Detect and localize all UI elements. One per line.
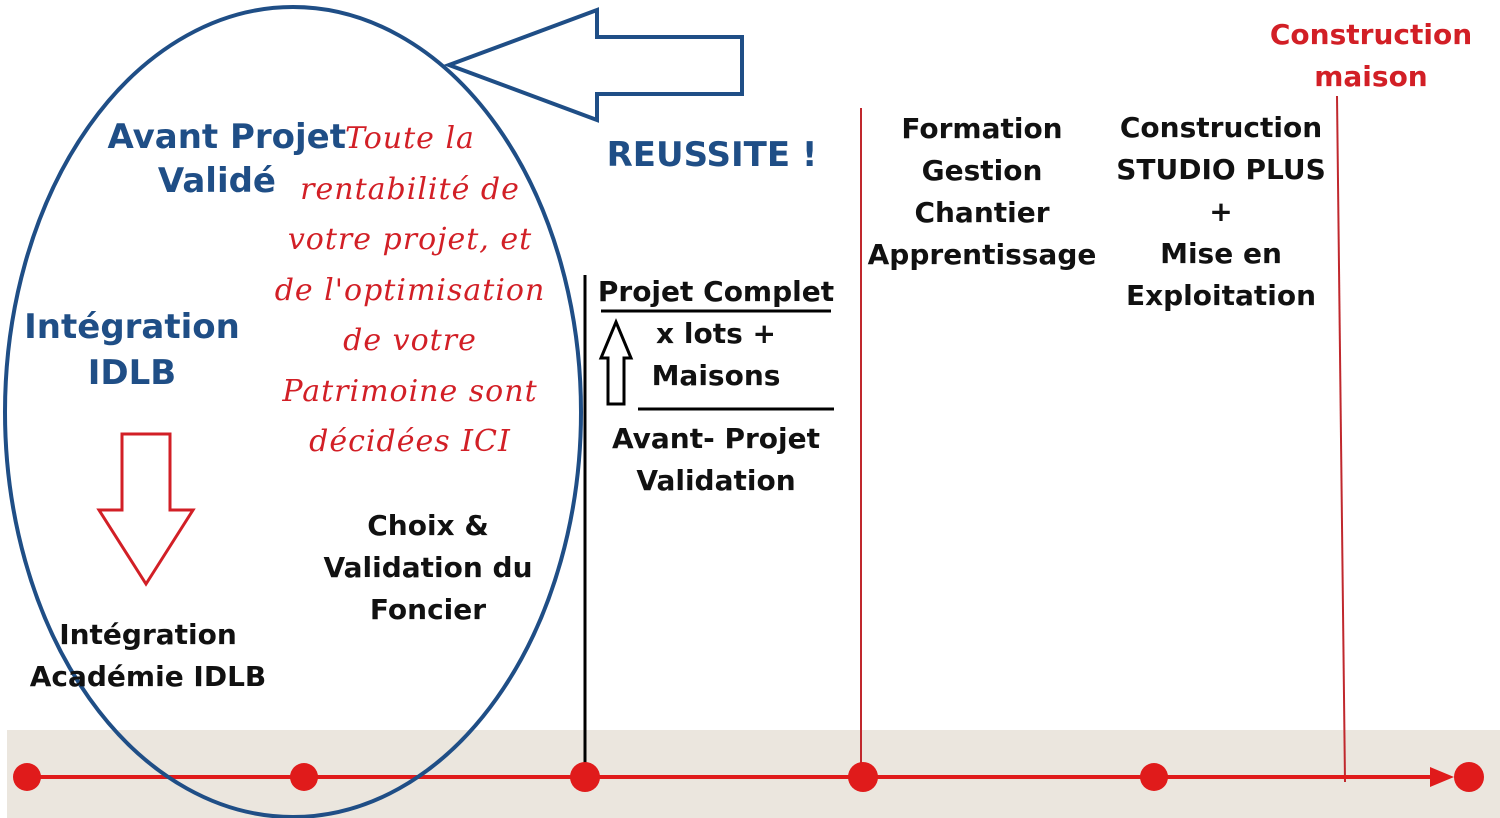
foncier-line3: Foncier [369, 593, 487, 626]
callout-line4: de l'optimisation [274, 272, 546, 308]
timeline-node-5 [1140, 763, 1168, 791]
construction-studio-label: Construction STUDIO PLUS + Mise en Explo… [1106, 107, 1336, 317]
formation-line2: Gestion [921, 154, 1043, 187]
avant-projet-title: Avant Projet Validé [86, 115, 346, 203]
formation-line1: Formation [901, 112, 1063, 145]
foncier-line1: Choix & [367, 509, 489, 542]
timeline-background [7, 730, 1500, 818]
integration-idlb-title: Intégration IDLB [10, 304, 254, 396]
construction-studio-line5: Exploitation [1125, 279, 1317, 312]
construction-studio-line3: + [1209, 195, 1233, 228]
project-line4: Avant- Projet [611, 422, 821, 455]
up-arrow-icon [598, 318, 634, 406]
construction-maison-label: Construction maison [1266, 14, 1476, 98]
timeline-node-6 [1454, 762, 1484, 792]
foncier-label: Choix & Validation du Foncier [310, 505, 546, 631]
callout-text: Toute la rentabilité de votre projet, et… [245, 114, 575, 468]
callout-line6: Patrimoine sont [282, 373, 538, 409]
integration-idlb-line2: IDLB [87, 353, 177, 393]
project-line2: x lots + [656, 317, 776, 350]
project-line5: Validation [636, 464, 796, 497]
construction-maison-line1: Construction [1269, 18, 1473, 51]
foncier-line2: Validation du [323, 551, 533, 584]
construction-studio-line4: Mise en [1160, 237, 1282, 270]
avant-projet-line2: Validé [157, 161, 276, 201]
formation-label: Formation Gestion Chantier Apprentissage [864, 108, 1100, 276]
callout-line3: votre projet, et [287, 222, 533, 257]
construction-studio-line2: STUDIO PLUS [1116, 153, 1326, 186]
timeline-node-4 [848, 762, 878, 792]
project-line1: Projet Complet [597, 275, 835, 308]
timeline-arrowhead [1430, 767, 1454, 787]
construction-studio-line1: Construction [1119, 111, 1323, 144]
decision-ellipse [3, 5, 583, 818]
callout-line7: décidées ICI [309, 424, 511, 459]
construction-maison-line2: maison [1314, 60, 1428, 93]
avant-projet-line1: Avant Projet [107, 117, 346, 157]
academy-line2: Académie IDLB [29, 660, 267, 693]
left-arrow-icon [443, 7, 744, 123]
callout-line5: de votre [343, 323, 477, 358]
timeline-node-3 [570, 762, 600, 792]
timeline-node-1 [13, 763, 41, 791]
timeline-node-2 [290, 763, 318, 791]
project-line3: Maisons [651, 359, 781, 392]
down-arrow-icon [96, 432, 196, 587]
callout-line2: rentabilité de [300, 171, 520, 207]
formation-line4: Apprentissage [867, 238, 1097, 271]
formation-line3: Chantier [914, 196, 1050, 229]
success-title: REUSSITE ! [606, 135, 818, 175]
academy-line1: Intégration [59, 618, 237, 651]
separator-construction [1336, 95, 1346, 783]
academy-label: Intégration Académie IDLB [18, 614, 278, 698]
integration-idlb-line1: Intégration [24, 307, 240, 347]
callout-line1: Toute la [345, 121, 475, 156]
